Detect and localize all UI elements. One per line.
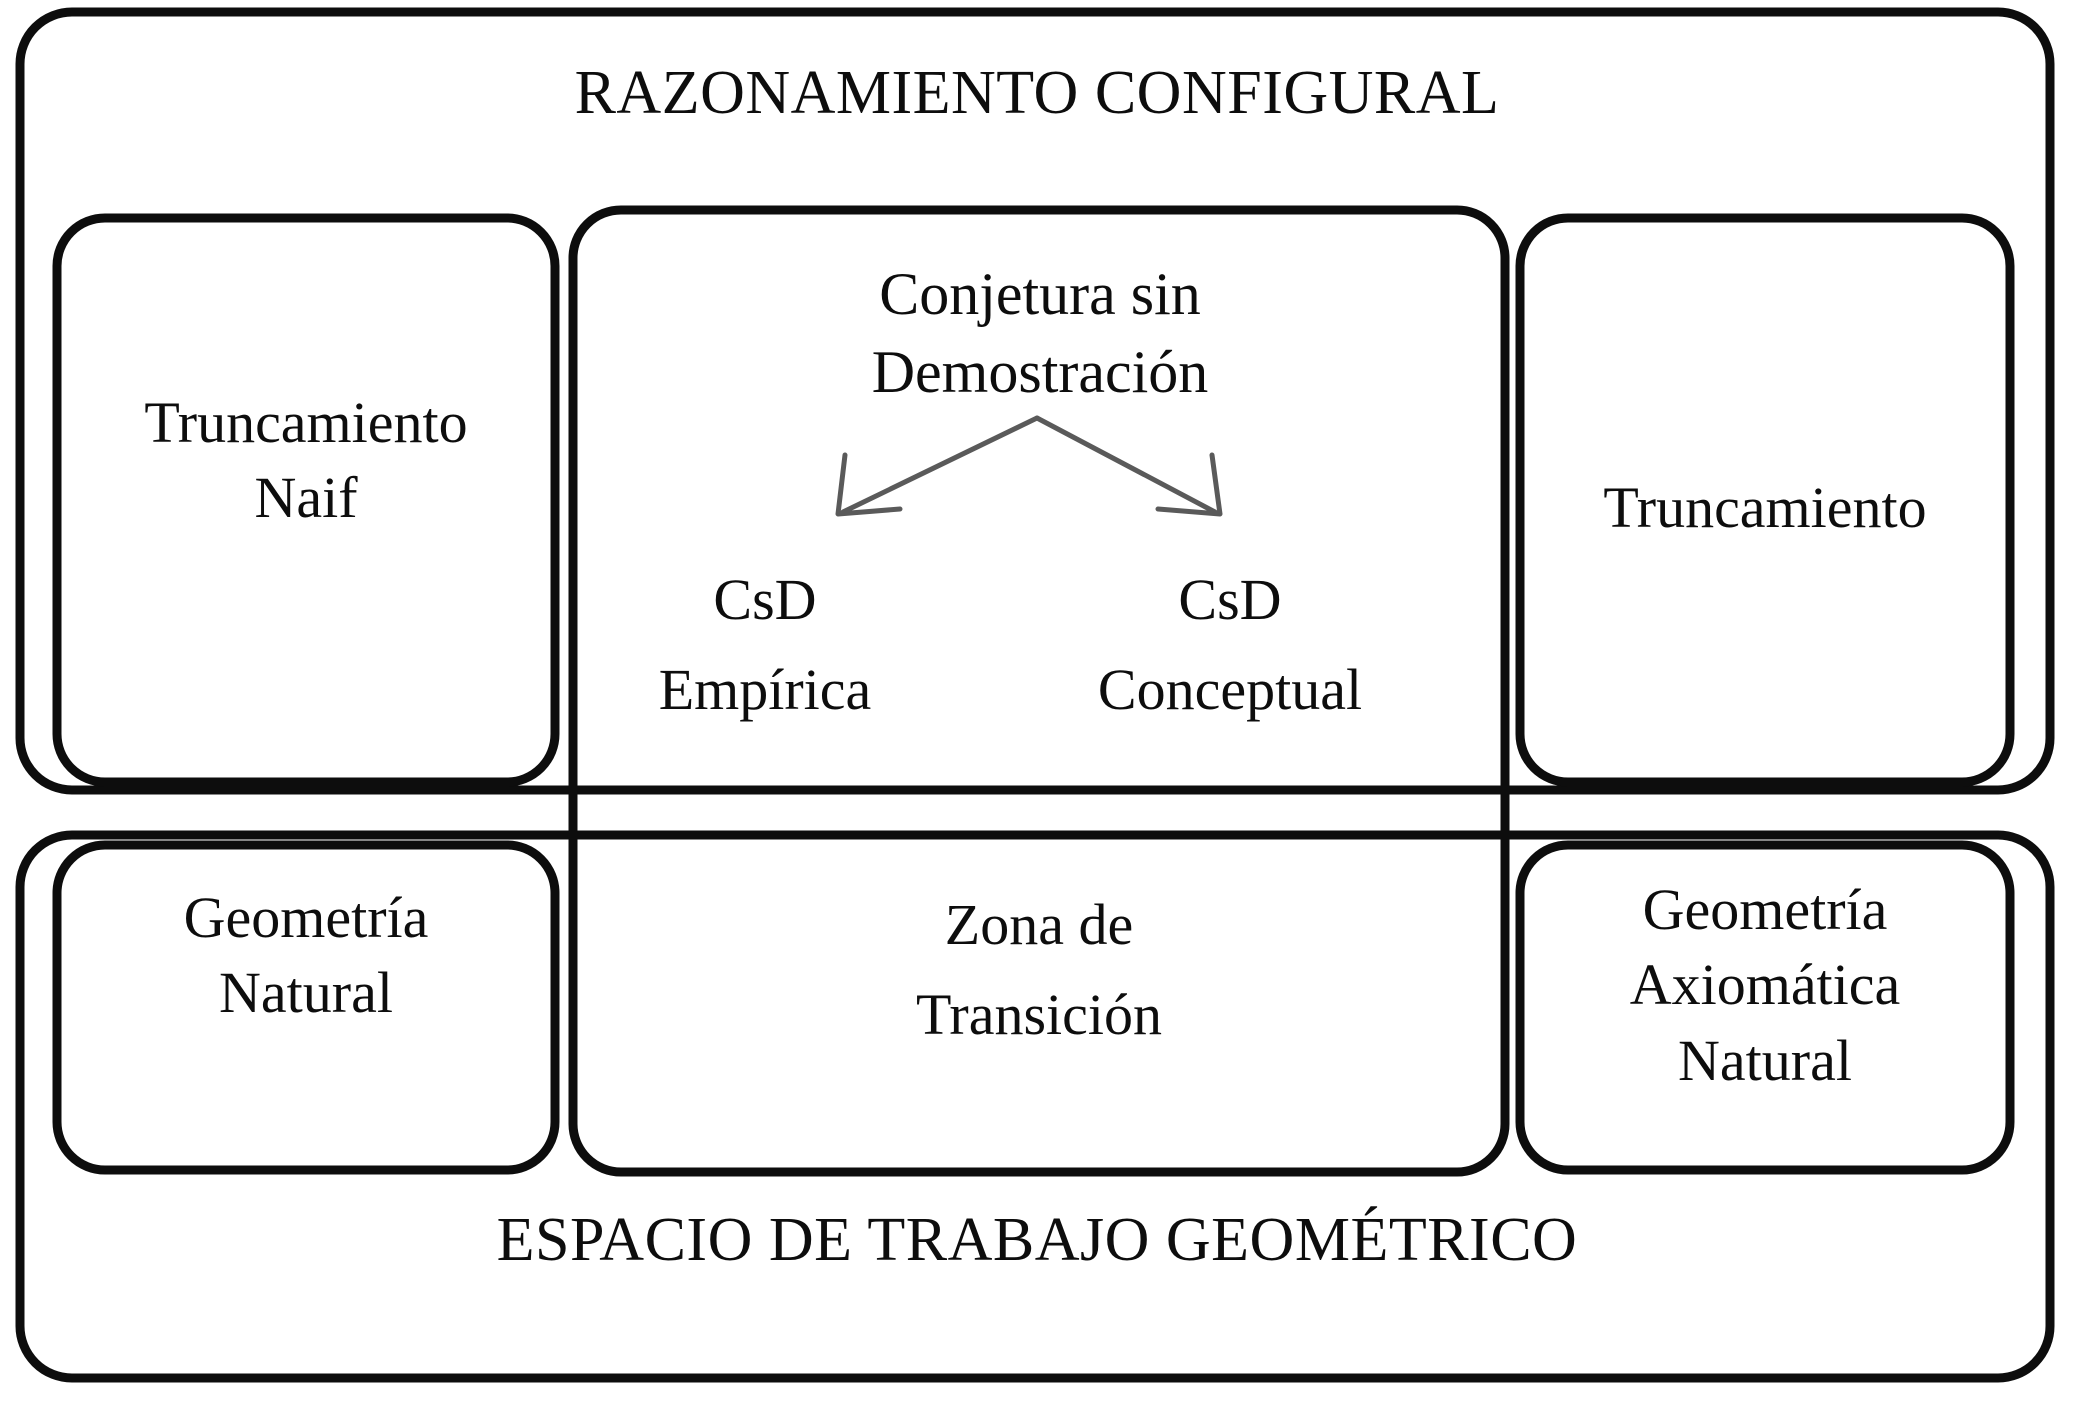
- box-label-geometria-axiomatica-natural: Geometría Axiomática Natural: [1629, 877, 1901, 1093]
- box-label-truncamiento: Truncamiento: [1603, 475, 1927, 540]
- frame-title-espacio-de-trabajo-geometrico: ESPACIO DE TRABAJO GEOMÉTRICO: [496, 1206, 1578, 1274]
- branching-arrows: [835, 415, 1223, 517]
- box-label-truncamiento-naif: Truncamiento Naif: [144, 390, 468, 531]
- box-label-csd-conceptual: CsD Conceptual: [1097, 567, 1363, 722]
- arrow-head-csd-empirica-icon: [835, 452, 903, 517]
- box-label-csd-empirica: CsD Empírica: [658, 567, 872, 722]
- box-center-column: [568, 205, 1510, 1177]
- frame-razonamiento-configural: [15, 7, 2055, 795]
- box-label-zona-de-transicion: Zona de Transición: [916, 892, 1162, 1047]
- box-truncamiento: [1515, 213, 2015, 787]
- arrow-to-csd-empirica: [840, 415, 1040, 515]
- frame-title-razonamiento-configural: RAZONAMIENTO CONFIGURAL: [574, 59, 1500, 127]
- box-label-conjetura-sin-demostracion: Conjetura sin Demostración: [871, 261, 1209, 405]
- box-truncamiento-naif: [52, 213, 560, 787]
- box-geometria-natural: [52, 840, 560, 1175]
- arrow-to-csd-conceptual: [1034, 415, 1218, 515]
- arrow-head-csd-conceptual-icon: [1155, 452, 1223, 517]
- frame-espacio-de-trabajo-geometrico: [15, 830, 2055, 1383]
- box-geometria-axiomatica-natural: [1515, 840, 2015, 1175]
- box-label-geometria-natural: Geometría Natural: [183, 885, 429, 1026]
